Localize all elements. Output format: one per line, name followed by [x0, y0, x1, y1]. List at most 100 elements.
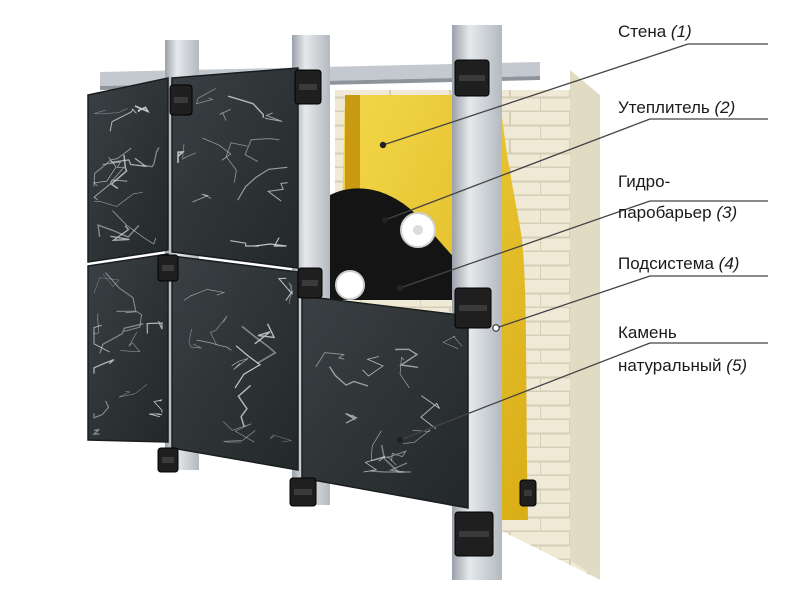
marble-vein: [110, 154, 128, 190]
stone-panel: [171, 67, 299, 269]
leader-lines: [382, 43, 768, 441]
marble-vein: [237, 384, 252, 427]
marble-vein: [110, 225, 130, 242]
marble-vein: [153, 399, 163, 413]
marble-vein: [109, 108, 137, 132]
bracket-slot: [459, 305, 487, 311]
marble-vein: [93, 108, 128, 115]
label-barrier-line2: паробарьер (3): [618, 203, 737, 223]
leader-barrier-diagonal: [399, 200, 651, 289]
marble-vein: [399, 356, 410, 388]
marble-vein: [93, 273, 120, 293]
marble-vein: [227, 95, 265, 118]
marble-vein: [266, 182, 288, 202]
marble-vein: [93, 147, 132, 187]
marble-vein: [315, 352, 346, 368]
marble-vein: [183, 289, 226, 301]
marble-vein: [288, 282, 293, 304]
marble-vein: [222, 421, 255, 443]
marble-vein: [277, 277, 293, 301]
bracket-slot: [459, 75, 485, 81]
label-insulation-text: Утеплитель: [618, 98, 710, 117]
marble-vein: [345, 412, 358, 424]
marble-vein: [219, 108, 231, 121]
label-subsystem-number: (4): [718, 254, 740, 273]
label-barrier-text-1: Гидро-: [618, 172, 671, 191]
marble-vein: [395, 348, 419, 368]
marble-vein: [209, 315, 228, 346]
marble-vein: [380, 444, 411, 473]
label-insulation-number: (2): [714, 98, 736, 117]
stone-panel: [171, 255, 299, 471]
marble-vein: [362, 356, 384, 377]
leader-wall-diagonal: [382, 43, 689, 146]
label-stone-text-2: натуральный: [618, 356, 722, 375]
label-barrier-text-2: паробарьер: [618, 203, 712, 222]
marble-vein: [241, 325, 277, 365]
marble-vein: [93, 324, 110, 353]
bracket-slot: [174, 97, 188, 103]
marble-vein: [112, 210, 157, 245]
bracket-slot: [162, 265, 174, 271]
label-stone-line2: натуральный (5): [618, 356, 747, 376]
marble-vein: [93, 192, 143, 207]
stone-panels: [87, 67, 469, 509]
marble-vein: [124, 311, 143, 332]
stone-panel: [301, 295, 469, 509]
marble-vein: [92, 428, 100, 435]
marble-vein: [329, 366, 369, 387]
marble-vein: [104, 272, 137, 312]
label-barrier-line1: Гидро-: [618, 172, 670, 192]
marble-vein: [110, 157, 148, 168]
marble-vein: [225, 142, 248, 183]
marble-vein: [223, 430, 256, 443]
marble-vein: [182, 143, 197, 160]
label-wall-text: Стена: [618, 22, 667, 41]
marble-vein: [255, 237, 287, 247]
bracket-slot: [302, 280, 318, 286]
bracket-slot: [299, 84, 317, 90]
marble-vein: [370, 462, 408, 473]
marble-vein: [134, 105, 150, 114]
marble-vein: [420, 395, 441, 429]
bracket-slot: [459, 531, 489, 537]
bracket-slot: [162, 457, 174, 463]
marble-vein: [148, 413, 163, 418]
marble-vein: [231, 357, 249, 370]
label-subsystem: Подсистема (4): [618, 254, 739, 274]
brackets: [157, 59, 537, 557]
label-insulation: Утеплитель (2): [618, 98, 735, 118]
marble-vein: [93, 359, 115, 374]
marble-vein: [119, 384, 148, 398]
marble-vein: [269, 434, 292, 443]
marble-vein: [196, 339, 232, 351]
marble-vein: [363, 455, 386, 473]
marble-vein: [99, 323, 144, 354]
marble-vein: [202, 137, 232, 161]
marble-vein: [386, 450, 407, 462]
stone-panel: [87, 253, 169, 443]
leader-insulation-diagonal: [384, 118, 651, 221]
vapor-barrier: [330, 188, 480, 300]
stone-panel: [87, 77, 169, 263]
marble-vein: [93, 400, 110, 419]
marble-vein: [244, 138, 280, 162]
bracket-slot: [524, 490, 532, 496]
marble-vein: [264, 112, 283, 122]
marble-vein: [142, 147, 160, 168]
marble-vein: [188, 328, 202, 349]
marble-vein: [120, 331, 141, 353]
marble-vein: [254, 323, 276, 345]
label-subsystem-text: Подсистема: [618, 254, 714, 273]
marble-vein: [192, 193, 212, 203]
marble-vein: [146, 320, 163, 334]
marble-vein: [442, 335, 463, 349]
label-stone-line1: Камень: [618, 323, 677, 343]
marble-vein: [237, 166, 288, 201]
marble-vein: [102, 161, 126, 183]
marble-vein: [177, 151, 185, 163]
marble-vein: [93, 179, 128, 201]
label-wall: Стена (1): [618, 22, 692, 42]
